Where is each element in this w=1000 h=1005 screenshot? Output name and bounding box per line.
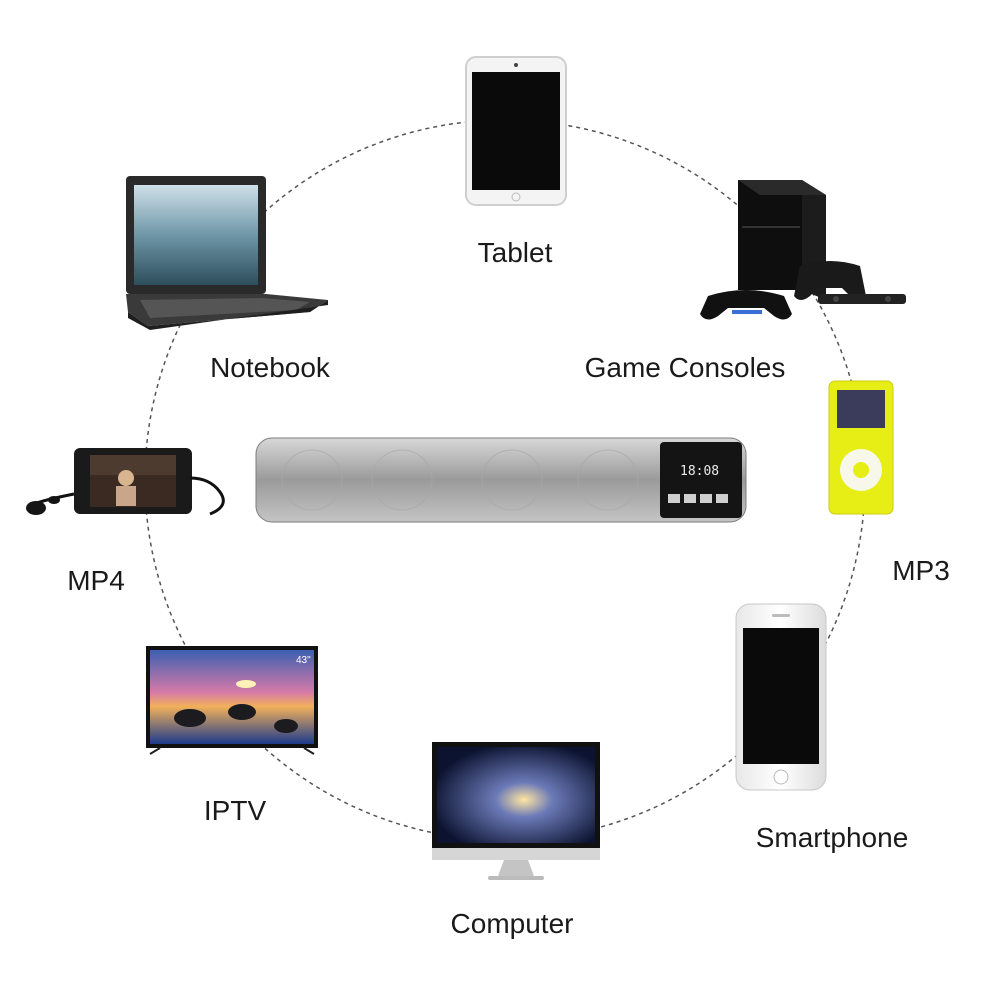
label-mp3: MP3 [892,555,950,586]
mp3-image [828,380,894,515]
label-game-consoles: Game Consoles [584,352,786,383]
speaker-display: 18:08 [680,464,719,479]
mp4-image [26,448,225,516]
label-tablet: Tablet [477,237,553,268]
iptv-image: 43" [146,646,318,755]
smartphone-image [735,603,827,791]
game-consoles-image [700,180,906,320]
label-iptv: IPTV [203,795,267,826]
label-notebook: Notebook [210,352,330,383]
label-computer: Computer [450,908,574,939]
tablet-image [465,56,567,206]
label-mp4: MP4 [67,565,125,596]
soundbar-speaker-image: 18:08 [255,437,747,523]
computer-image [432,742,600,880]
tv-size-badge: 43" [296,655,311,666]
notebook-image [126,176,328,330]
label-smartphone: Smartphone [755,822,909,853]
